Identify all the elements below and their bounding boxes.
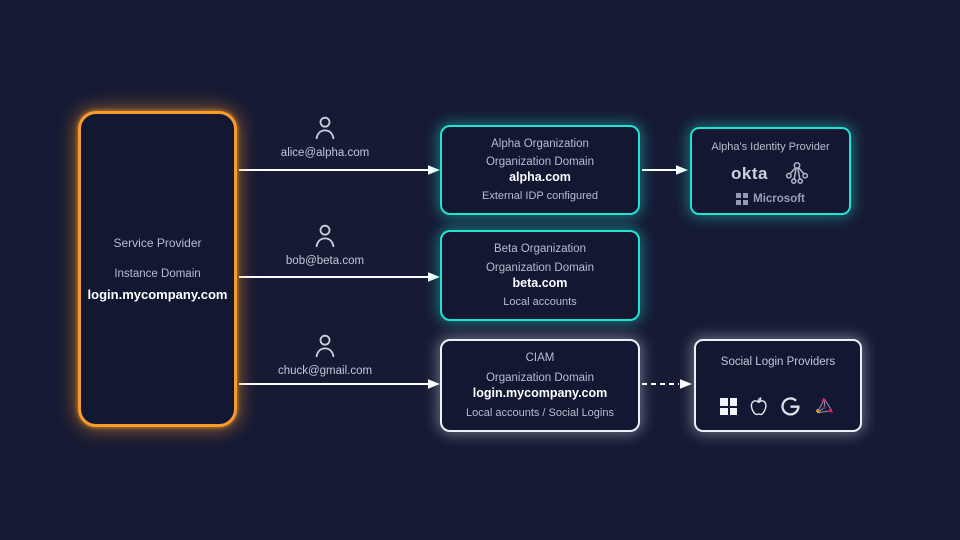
social-network-icon xyxy=(815,397,834,414)
user-email: alice@alpha.com xyxy=(280,147,370,159)
beta-organization-box: Beta Organization Organization Domain be… xyxy=(440,230,640,321)
org-name: Alpha Organization xyxy=(491,138,589,150)
microsoft-logo: Microsoft xyxy=(736,193,805,205)
instance-domain-value: login.mycompany.com xyxy=(87,287,228,302)
org-domain-group: Organization Domain login.mycompany.com xyxy=(473,372,608,400)
alpha-organization-box: Alpha Organization Organization Domain a… xyxy=(440,125,640,215)
okta-logo: okta xyxy=(731,163,768,183)
arrowhead xyxy=(428,272,440,282)
user-bob: bob@beta.com xyxy=(245,222,405,267)
org-domain-value: beta.com xyxy=(512,275,568,290)
org-domain-label: Organization Domain xyxy=(485,371,594,384)
directory-tree-icon xyxy=(785,161,809,184)
service-provider-title: Service Provider xyxy=(113,236,202,250)
org-note: Local accounts xyxy=(503,296,577,308)
user-email: chuck@gmail.com xyxy=(277,365,373,377)
apple-icon xyxy=(750,397,767,416)
idp-logos-row: okta xyxy=(731,161,810,185)
arrowhead xyxy=(428,165,440,175)
org-note: External IDP configured xyxy=(482,190,598,202)
arrowhead xyxy=(428,379,440,389)
org-domain-group: Organization Domain alpha.com xyxy=(486,156,594,184)
idp-title: Alpha's Identity Provider xyxy=(711,141,830,153)
service-provider-box: Service Provider Instance Domain login.m… xyxy=(78,111,237,427)
org-name: Beta Organization xyxy=(493,243,587,255)
user-chuck: chuck@gmail.com xyxy=(245,332,405,377)
org-domain-label: Organization Domain xyxy=(485,261,595,274)
org-domain-value: alpha.com xyxy=(509,170,571,184)
org-domain-group: Organization Domain beta.com xyxy=(486,262,594,290)
person-icon xyxy=(315,224,335,248)
user-alice: alice@alpha.com xyxy=(245,114,405,159)
person-icon xyxy=(315,116,335,140)
google-icon xyxy=(781,397,800,416)
org-domain-value: login.mycompany.com xyxy=(472,385,608,400)
social-icons-row xyxy=(720,395,836,418)
microsoft-squares-icon xyxy=(736,193,749,205)
alpha-identity-provider-box: Alpha's Identity Provider okta Micr xyxy=(690,127,851,215)
social-title: Social Login Providers xyxy=(720,356,836,368)
user-email: bob@beta.com xyxy=(285,255,365,267)
person-icon xyxy=(315,334,335,358)
windows-icon xyxy=(720,398,737,415)
microsoft-wordmark: Microsoft xyxy=(753,193,805,205)
org-domain-label: Organization Domain xyxy=(485,156,595,168)
ciam-box: CIAM Organization Domain login.mycompany… xyxy=(440,339,640,432)
org-name: CIAM xyxy=(525,352,555,364)
arrowhead xyxy=(680,379,692,389)
social-login-providers-box: Social Login Providers xyxy=(694,339,862,432)
org-note: Local accounts / Social Logins xyxy=(466,407,614,419)
arrowhead xyxy=(676,165,688,175)
instance-domain-label: Instance Domain xyxy=(114,268,201,280)
